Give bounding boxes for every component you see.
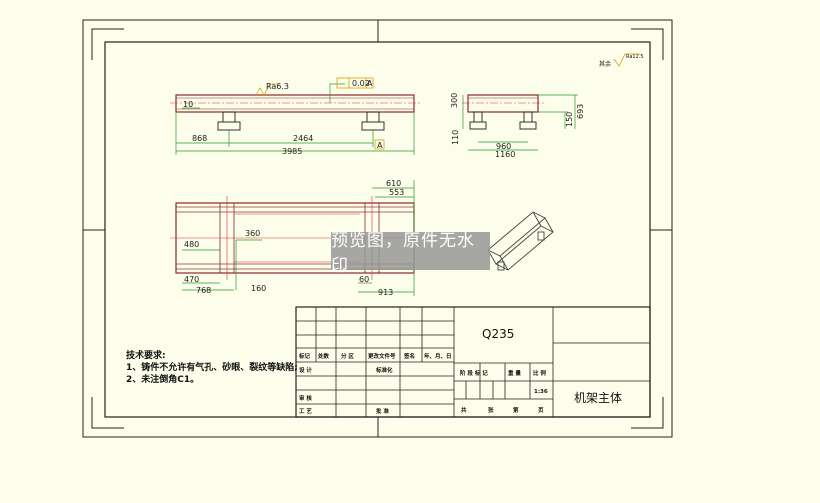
- dim-480: 480: [184, 240, 199, 249]
- dim-offset: 868: [192, 134, 207, 143]
- scale-label: 比 例: [533, 369, 546, 377]
- datum-box: [374, 139, 385, 150]
- title-block-labels: 标记 处数 分 区 更改文件号 签名 年、月、日 设 计 标准化 审 核 工 艺…: [298, 352, 548, 415]
- review-label: 审 核: [299, 394, 312, 402]
- dim-913: 913: [378, 288, 393, 297]
- standard-label: 标准化: [375, 366, 393, 374]
- row-label-1: 处数: [317, 352, 330, 360]
- dim-base: 110: [451, 130, 460, 145]
- isometric-view: [487, 211, 554, 271]
- material: Q235: [482, 327, 514, 341]
- side-beam: [467, 94, 539, 113]
- page-label: 第: [513, 406, 519, 414]
- row-label-5: 年、月、日: [424, 352, 452, 360]
- page-suffix: 页: [538, 406, 544, 414]
- dim-thickness: 10: [183, 100, 193, 109]
- dim-470: 470: [184, 275, 199, 284]
- datum-label: A: [377, 141, 383, 150]
- front-roughness: Ra6.3: [266, 82, 289, 91]
- row-label-0: 标记: [298, 352, 311, 360]
- tolerance-value: 0.02: [352, 79, 370, 88]
- row-label-3: 更改文件号: [368, 352, 396, 360]
- dim-360: 360: [245, 229, 260, 238]
- dim-span: 2464: [293, 134, 313, 143]
- row-label-2: 分 区: [341, 352, 354, 360]
- roughness-prefix: 其余: [599, 60, 611, 68]
- side-view: 300 110 150 693 960 1160: [450, 93, 585, 159]
- stage-mark-label: 阶 段 标 记: [460, 369, 488, 377]
- dim-610: 610: [386, 179, 401, 188]
- sheets-label: 张: [488, 406, 494, 414]
- dim-553: 553: [389, 188, 404, 197]
- dim-160: 160: [251, 284, 266, 293]
- title-block: [295, 306, 651, 418]
- dim-h-small: 150: [565, 112, 574, 127]
- part-name: 机架主体: [574, 391, 622, 405]
- corner-roughness-symbol: 其余 Ra12.5: [599, 53, 644, 68]
- tech-note-2: 2、未注倒角C1。: [126, 373, 199, 385]
- dim-width-inner: 960: [496, 142, 511, 151]
- roughness-value: Ra12.5: [626, 54, 644, 60]
- design-label: 设 计: [299, 366, 312, 374]
- preview-watermark: 预览图，原件无水印: [331, 231, 490, 276]
- row-label-4: 签名: [403, 352, 415, 360]
- dim-h-total: 693: [576, 104, 585, 119]
- total-label: 共: [461, 406, 467, 414]
- dim-60: 60: [359, 275, 369, 284]
- dim-768: 768: [196, 286, 211, 295]
- dim-height: 300: [450, 93, 459, 108]
- scale-value: 1:36: [534, 389, 548, 395]
- corner-marks: [83, 20, 672, 437]
- weight-label: 重 量: [508, 369, 521, 377]
- front-beam: [175, 94, 415, 113]
- dim-length: 3985: [282, 147, 302, 156]
- tech-note-1: 1、铸件不允许有气孔、砂眼、裂纹等缺陷;: [126, 361, 298, 373]
- front-view: Ra6.3 0.02 A A 10 868 2464 3985: [170, 77, 420, 156]
- process-label: 工 艺: [299, 407, 312, 415]
- approve-label: 批 准: [376, 407, 389, 415]
- tolerance-frame: [336, 77, 374, 89]
- tolerance-datum: A: [367, 79, 373, 88]
- tech-notes-title: 技术要求:: [126, 349, 166, 361]
- dim-width-total: 1160: [495, 150, 515, 159]
